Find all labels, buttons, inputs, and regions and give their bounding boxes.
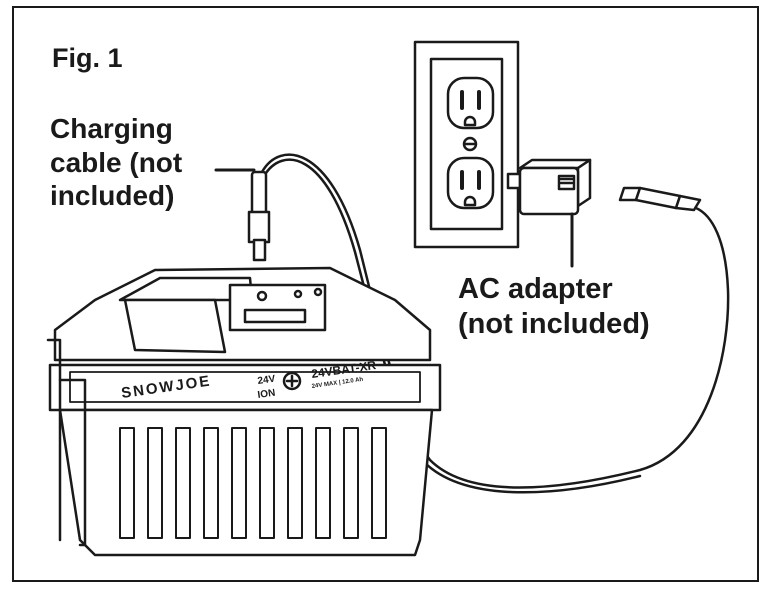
battery-pack [46,266,442,557]
charging-cable-label-line-2: cable (not [50,146,183,178]
charging-cable-label-line-3: included) [50,180,175,212]
ac-adapter-label-line-1: AC adapter [458,273,613,305]
ac-adapter-label-line-2: (not included) [458,307,650,340]
usb-plug-left [247,170,271,262]
battery-plus-icon [282,371,302,391]
battery-chemistry: ION [257,388,276,401]
ac-adapter-callout: AC adapter (not included) [458,272,650,342]
usb-plug-right [618,186,702,212]
charging-cable-callout: Charging cable (not included) [50,112,182,213]
wall-outlet [413,40,520,249]
charging-cable-label-line-1: Charging [50,113,173,144]
figure-frame [12,6,759,582]
figure-label: Fig. 1 [52,43,123,73]
ac-adapter [506,158,592,268]
charging-cable-line [260,153,730,489]
battery-voltage: 24V [257,374,276,387]
